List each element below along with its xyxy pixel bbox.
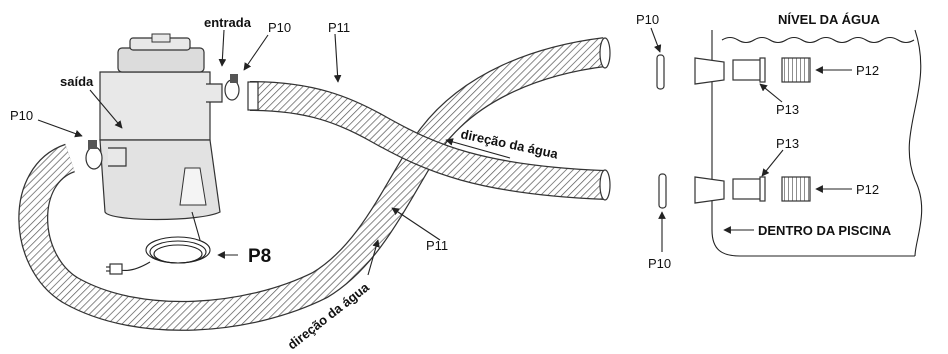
label-entrada: entrada [204, 15, 252, 30]
filter-pump [85, 33, 240, 221]
label-p11-bottom: P11 [426, 238, 448, 253]
fittings-bottom-row [658, 173, 811, 209]
hose-outlet [18, 37, 611, 331]
label-p10-left: P10 [10, 108, 33, 123]
label-p13-bottom: P13 [776, 136, 799, 151]
label-nivel: NÍVEL DA ÁGUA [778, 12, 880, 27]
label-p13-top: P13 [776, 102, 799, 117]
fittings-top-row [656, 54, 811, 90]
leader-lines [37, 27, 852, 276]
label-p10-right-bottom: P10 [648, 256, 671, 271]
power-cord-coil [106, 211, 211, 275]
label-p10-right-top: P10 [636, 12, 659, 27]
label-p12-top: P12 [856, 63, 879, 78]
label-p8: P8 [248, 246, 271, 267]
pool-wall [711, 29, 923, 257]
label-p11-top: P11 [328, 20, 350, 35]
label-saida: saída [60, 74, 94, 89]
label-dentro: DENTRO DA PISCINA [758, 223, 892, 238]
label-p10-top: P10 [268, 20, 291, 35]
label-p12-bottom: P12 [856, 182, 879, 197]
hose-inlet [247, 81, 611, 201]
